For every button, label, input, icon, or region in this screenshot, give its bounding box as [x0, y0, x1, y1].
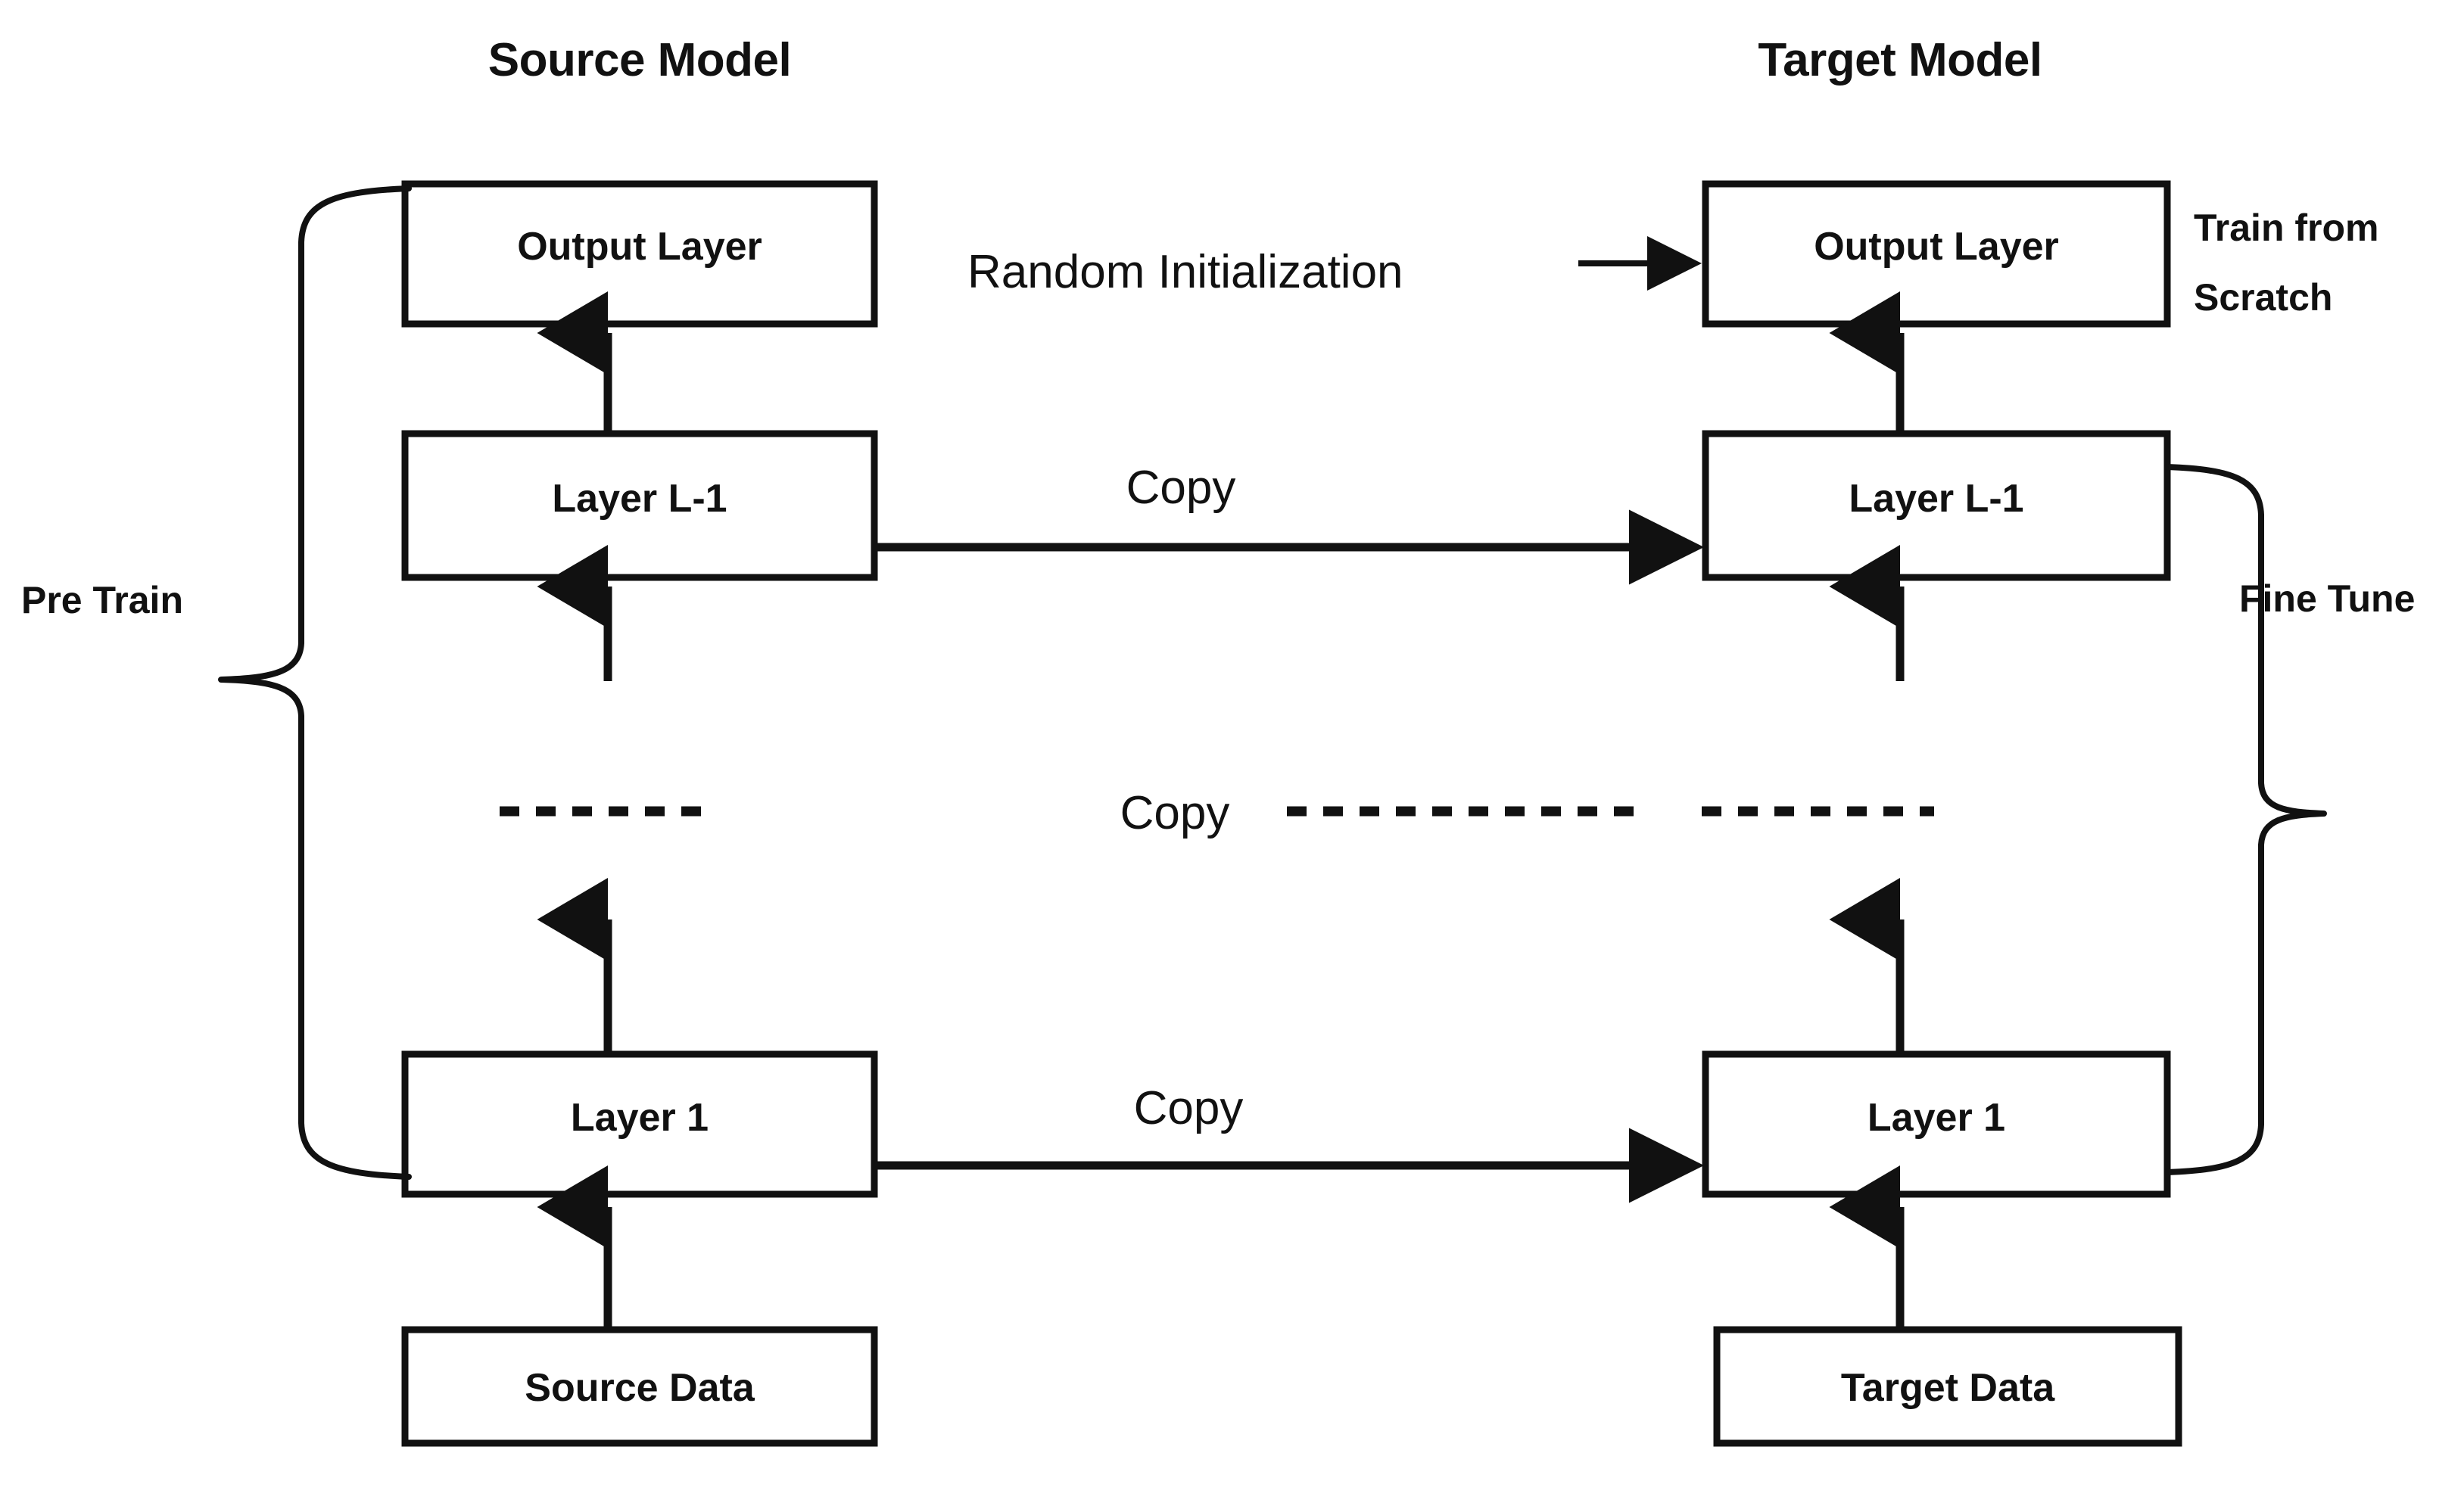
copy-label-middle: Copy: [1120, 787, 1230, 839]
source-model-title: Source Model: [488, 34, 792, 86]
copy-label-layer-1: Copy: [1134, 1082, 1244, 1134]
source-layer-1-label: Layer 1: [571, 1096, 709, 1140]
source-layer-l-minus-1-node[interactable]: Layer L-1: [401, 430, 878, 581]
copy-label-layer-l-minus-1: Copy: [1126, 462, 1236, 514]
source-output-layer-node[interactable]: Output Layer: [401, 180, 878, 328]
source-layer-1-node[interactable]: Layer 1: [401, 1050, 878, 1198]
source-data-label: Source Data: [525, 1366, 755, 1410]
target-layer-l-minus-1-label: Layer L-1: [1849, 477, 2023, 521]
target-layer-l-minus-1-node[interactable]: Layer L-1: [1702, 430, 2171, 581]
target-output-layer-box[interactable]: [1702, 180, 2171, 328]
target-data-box[interactable]: [1713, 1326, 2182, 1447]
source-layer-l-minus-1-box[interactable]: [401, 430, 878, 581]
target-output-layer-label: Output Layer: [1814, 225, 2059, 269]
pre-train-brace: [218, 185, 412, 1180]
target-output-layer-node[interactable]: Output Layer: [1702, 180, 2171, 328]
fine-tune-label: Fine Tune: [2239, 577, 2415, 620]
target-layer-1-label: Layer 1: [1867, 1096, 2005, 1140]
source-data-box[interactable]: [401, 1326, 878, 1447]
train-from-scratch-label-line1: Train from: [2194, 207, 2378, 249]
source-output-layer-label: Output Layer: [517, 225, 762, 269]
target-layer-1-box[interactable]: [1702, 1050, 2171, 1198]
train-from-scratch-label-line2: Scratch: [2194, 276, 2332, 319]
target-layer-l-minus-1-box[interactable]: [1702, 430, 2171, 581]
source-output-layer-box[interactable]: [401, 180, 878, 328]
source-data-node[interactable]: Source Data: [401, 1326, 878, 1447]
target-model-title: Target Model: [1758, 34, 2042, 86]
fine-tune-brace: [2164, 464, 2327, 1175]
target-data-label: Target Data: [1841, 1366, 2055, 1410]
source-layer-l-minus-1-label: Layer L-1: [552, 477, 727, 521]
pre-train-label: Pre Train: [21, 579, 183, 621]
target-data-node[interactable]: Target Data: [1713, 1326, 2182, 1447]
random-initialization-label: Random Initialization: [967, 246, 1403, 298]
source-layer-1-box[interactable]: [401, 1050, 878, 1198]
target-layer-1-node[interactable]: Layer 1: [1702, 1050, 2171, 1198]
